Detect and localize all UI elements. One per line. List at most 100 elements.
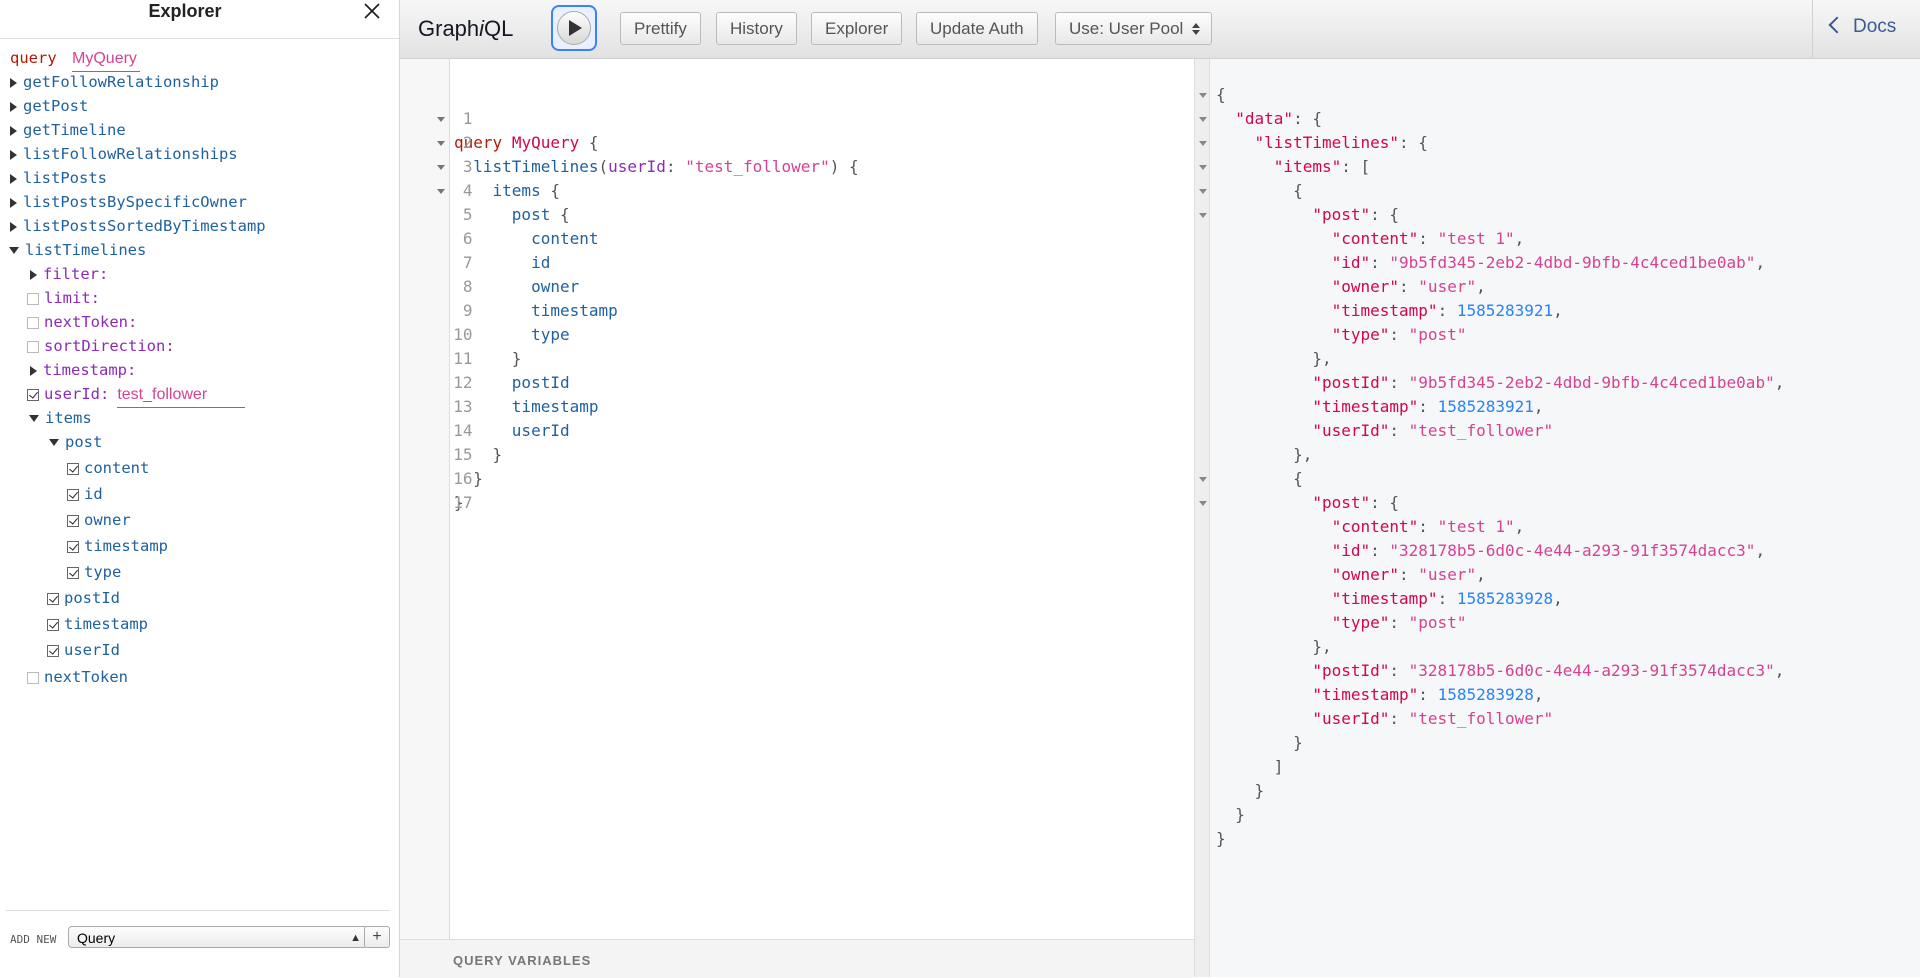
fold-arrow-icon[interactable] (1199, 477, 1207, 482)
arg-row[interactable]: timestamp: (30, 358, 136, 382)
result-fold-gutter (1194, 59, 1210, 977)
checkbox-icon[interactable] (27, 316, 39, 329)
caret-right-icon (30, 365, 37, 376)
code-line: 14 } (400, 395, 502, 464)
code-line: 9 type (400, 275, 570, 344)
update-auth-button[interactable]: Update Auth (916, 12, 1038, 45)
field-row[interactable]: getPost (10, 94, 88, 118)
result-line: } (1216, 733, 1303, 752)
result-value: "test 1" (1437, 229, 1515, 248)
field-name: listTimelines (25, 241, 147, 259)
field-row-expanded[interactable]: items (29, 406, 92, 430)
field-row[interactable]: listFollowRelationships (10, 142, 238, 166)
prettify-button[interactable]: Prettify (620, 12, 701, 45)
checkbox-checked-icon[interactable] (47, 592, 59, 605)
execute-query-button[interactable] (551, 5, 597, 51)
field-row[interactable]: getTimeline (10, 118, 126, 142)
checkbox-checked-icon[interactable] (67, 514, 79, 527)
checkbox-icon[interactable] (27, 671, 39, 684)
fold-arrow-icon[interactable] (1199, 213, 1207, 218)
arg-row[interactable]: filter: (30, 262, 108, 286)
app-title-part: QL (484, 16, 514, 41)
fold-arrow-icon[interactable] (437, 141, 445, 146)
query-variables-bar[interactable]: QUERY VARIABLES (400, 939, 1194, 978)
explorer-button[interactable]: Explorer (811, 12, 903, 45)
checkbox-checked-icon[interactable] (47, 618, 59, 631)
userid-arg-input[interactable]: test_follower (117, 383, 246, 408)
result-value: "user" (1418, 277, 1477, 296)
field-row-expanded[interactable]: post (49, 430, 102, 454)
caret-right-icon (10, 149, 17, 160)
arg-row[interactable]: nextToken: (27, 310, 137, 334)
code-token: timestamp (511, 397, 599, 416)
checkbox-checked-icon[interactable] (67, 540, 79, 553)
code-line: 3 items { (400, 131, 560, 200)
result-line: }, (1216, 445, 1313, 464)
field-row[interactable]: listPosts (10, 166, 107, 190)
code-token: userId (511, 421, 570, 440)
result-line: } (1216, 829, 1226, 848)
fold-arrow-icon[interactable] (1199, 93, 1207, 98)
auth-mode-select[interactable]: Use: User Pool (1055, 12, 1213, 45)
result-line: { (1216, 469, 1303, 488)
code-line: 6 id (400, 203, 550, 272)
field-row[interactable]: owner (67, 508, 131, 532)
fold-arrow-icon[interactable] (437, 189, 445, 194)
code-line: 11 postId (400, 323, 569, 392)
caret-right-icon (10, 197, 17, 208)
field-row[interactable]: id (67, 482, 103, 506)
docs-button[interactable]: Docs (1828, 16, 1896, 38)
field-row[interactable]: content (67, 456, 149, 480)
field-row[interactable]: type (67, 560, 121, 584)
checkbox-checked-icon[interactable] (67, 488, 79, 501)
checkbox-checked-icon[interactable] (67, 566, 79, 579)
result-line: "listTimelines": { (1254, 133, 1428, 152)
field-row[interactable]: timestamp (67, 534, 168, 558)
arg-row[interactable]: userId:test_follower (27, 382, 246, 408)
fold-arrow-icon[interactable] (1199, 117, 1207, 122)
code-token: query (454, 133, 503, 152)
checkbox-icon[interactable] (27, 292, 39, 305)
fold-arrow-icon[interactable] (1199, 189, 1207, 194)
field-row[interactable]: userId (47, 638, 120, 662)
arg-row[interactable]: sortDirection: (27, 334, 175, 358)
fold-arrow-icon[interactable] (437, 165, 445, 170)
close-explorer-button[interactable] (358, 0, 386, 26)
code-token: type (531, 325, 570, 344)
history-button[interactable]: History (716, 12, 797, 45)
result-line: "postId": "9b5fd345-2eb2-4dbd-9bfb-4c4ce… (1312, 373, 1785, 392)
field-row[interactable]: nextToken (27, 665, 128, 689)
checkbox-icon[interactable] (27, 340, 39, 353)
query-name-input[interactable]: MyQuery (72, 47, 141, 72)
result-line: "userId": "test_follower" (1312, 709, 1554, 728)
close-icon (364, 3, 380, 19)
field-row[interactable]: listPostsBySpecificOwner (10, 190, 247, 214)
query-editor[interactable]: 1 query MyQuery { 2 listTimelines(userId… (400, 59, 1194, 939)
field-row[interactable]: getFollowRelationship (10, 70, 219, 94)
add-operation-button[interactable]: + (364, 926, 390, 948)
result-line: "items": [ (1273, 157, 1371, 176)
checkbox-checked-icon[interactable] (27, 388, 39, 401)
field-row-expanded[interactable]: listTimelines (9, 238, 146, 262)
line-number: 10 (453, 325, 473, 344)
explorer-footer: ADD NEW Query ▲ + (6, 910, 390, 951)
code-token: items (492, 181, 541, 200)
result-value: 1585283921 (1456, 301, 1554, 320)
result-line: "owner": "user", (1331, 277, 1486, 296)
fold-arrow-icon[interactable] (437, 117, 445, 122)
result-line: { (1216, 85, 1226, 104)
arg-row[interactable]: limit: (27, 286, 100, 310)
field-name: id (84, 485, 103, 503)
code-line: 12 timestamp (400, 347, 598, 416)
fold-arrow-icon[interactable] (1199, 165, 1207, 170)
checkbox-checked-icon[interactable] (47, 644, 59, 657)
code-token: "test_follower" (685, 157, 830, 176)
result-line: "userId": "test_follower" (1312, 421, 1554, 440)
operation-type-select[interactable]: Query ▲ (68, 926, 368, 948)
field-row[interactable]: timestamp (47, 612, 148, 636)
checkbox-checked-icon[interactable] (67, 462, 79, 475)
field-row[interactable]: postId (47, 586, 120, 610)
fold-arrow-icon[interactable] (1199, 501, 1207, 506)
fold-arrow-icon[interactable] (1199, 141, 1207, 146)
field-row[interactable]: listPostsSortedByTimestamp (10, 214, 266, 238)
